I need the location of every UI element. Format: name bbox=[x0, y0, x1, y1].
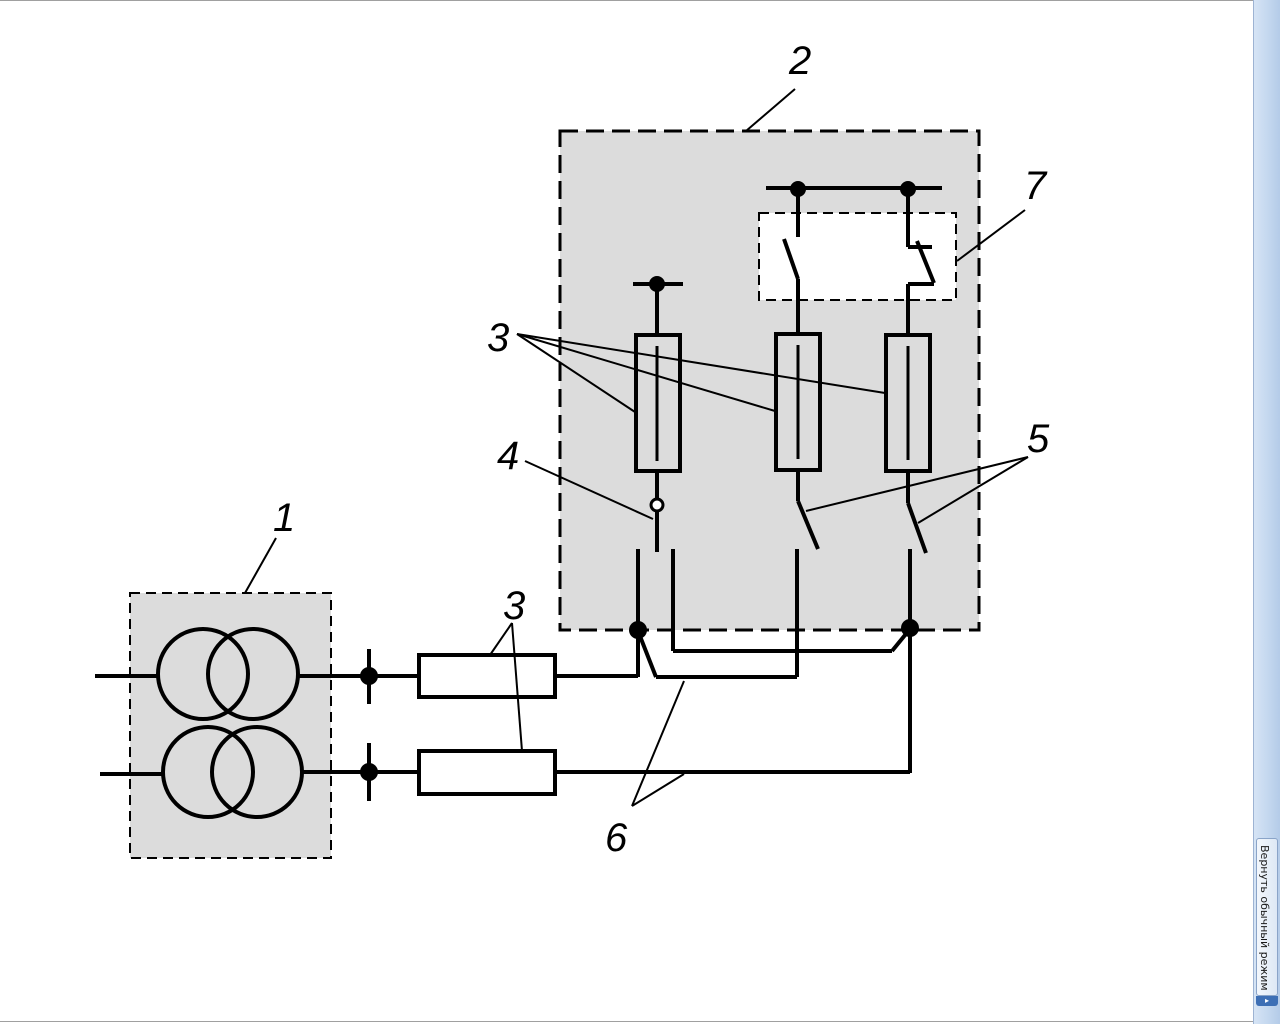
junction-dots bbox=[360, 619, 919, 781]
branch-middle bbox=[774, 189, 822, 677]
label-fuses-lower: 3 bbox=[503, 584, 525, 628]
label-cables: 6 bbox=[605, 816, 628, 860]
restore-normal-mode-button[interactable]: Вернуть обычный режим bbox=[1256, 838, 1278, 996]
label-transformer-unit: 1 bbox=[273, 496, 295, 540]
transformer-unit bbox=[95, 592, 332, 859]
label-distribution-cabinet: 2 bbox=[788, 39, 811, 83]
label-switches: 5 bbox=[1027, 417, 1050, 461]
circuit-diagram: 1 2 7 3 4 5 3 6 bbox=[95, 39, 1050, 860]
distribution-cabinet bbox=[558, 129, 981, 632]
label-disconnector: 4 bbox=[497, 434, 519, 478]
restore-icon[interactable]: ▸ bbox=[1256, 996, 1278, 1006]
restore-normal-mode-label: Вернуть обычный режим bbox=[1258, 845, 1271, 991]
diagram-canvas: 1 2 7 3 4 5 3 6 bbox=[0, 0, 1253, 1022]
label-fuses-upper: 3 bbox=[487, 316, 509, 360]
branch-left bbox=[633, 276, 683, 552]
leader-lines bbox=[244, 88, 1029, 807]
label-interlock-block: 7 bbox=[1024, 164, 1048, 208]
branch-right bbox=[884, 189, 936, 554]
